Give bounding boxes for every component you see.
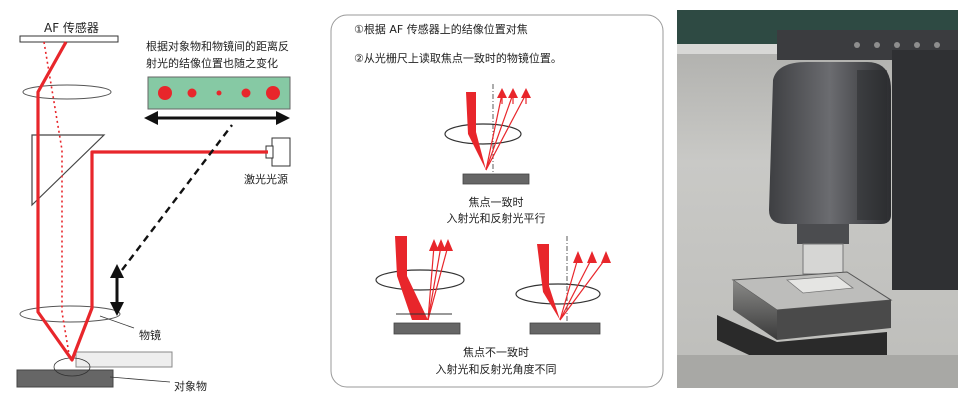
unfocused-diagram-right [515,236,611,335]
beam-splitter [31,134,106,207]
variation-note-line2: 射光的结像位置也随之变化 [146,57,278,70]
laser-beam [36,41,268,362]
unfocused-title: 焦点不一致时 [463,346,529,359]
focused-diagram [444,84,531,185]
step2-text: ②从光栅尺上读取焦点一致时的物镜位置。 [354,52,562,65]
optics-drawing [16,35,291,388]
objective-lens [19,305,121,323]
upper-lens [22,84,112,100]
microscope-photo [677,10,958,388]
objective-label: 物镜 [139,329,161,342]
vertical-double-arrow [110,264,124,316]
horizontal-double-arrow [144,111,290,125]
focus-drawing [330,14,664,388]
unfocused-desc: 入射光和反射光角度不同 [435,363,557,376]
laser-source-label: 激光光源 [244,173,288,186]
af-optics-schematic: AF 传感器 根据对象物和物镜间的距离反 射光的结像位置也随之变化 激光光源 物… [0,0,322,411]
laser-source-box [271,137,291,167]
microscope-illustration [677,10,958,388]
object-label: 对象物 [174,380,207,393]
step1-text: ①根据 AF 传感器上的结像位置对焦 [354,23,528,36]
unfocused-diagram-left [375,236,465,335]
focused-desc: 入射光和反射光平行 [446,212,546,225]
image-position-strip [147,76,291,110]
focused-title: 焦点一致时 [468,196,524,209]
focus-explanation-panel: ①根据 AF 传感器上的结像位置对焦 ②从光栅尺上读取焦点一致时的物镜位置。 焦… [330,14,664,388]
reflected-beam-dotted [43,41,71,361]
object-sample [75,351,173,368]
af-sensor [19,35,119,43]
variation-note-line1: 根据对象物和物镜间的距离反 [146,40,289,53]
stage-base [16,369,114,388]
af-sensor-label: AF 传感器 [44,21,99,35]
